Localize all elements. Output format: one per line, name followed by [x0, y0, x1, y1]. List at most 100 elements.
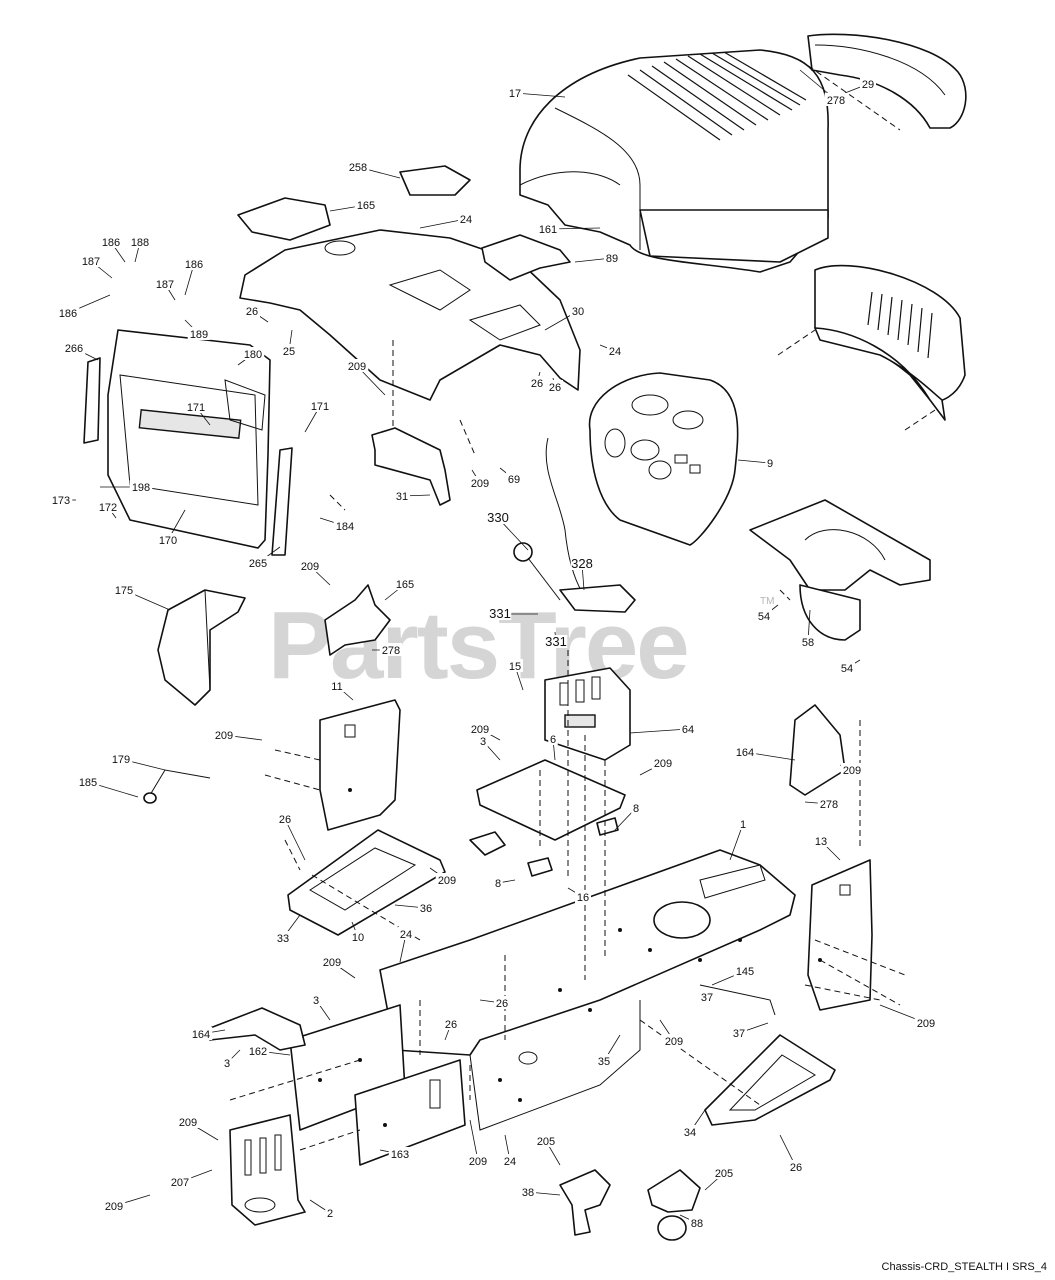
part-callout-170[interactable]: 170: [159, 535, 177, 547]
part-callout-26[interactable]: 26: [445, 1019, 457, 1031]
part-callout-207[interactable]: 207: [171, 1177, 189, 1189]
part-callout-179[interactable]: 179: [112, 754, 130, 766]
part-callout-209[interactable]: 209: [105, 1201, 123, 1213]
part-callout-54[interactable]: 54: [758, 611, 770, 623]
part-callout-209[interactable]: 209: [917, 1018, 935, 1030]
part-callout-165[interactable]: 165: [396, 579, 414, 591]
part-callout-278[interactable]: 278: [382, 645, 400, 657]
part-callout-6[interactable]: 6: [550, 734, 556, 746]
part-callout-330[interactable]: 330: [487, 510, 509, 525]
part-callout-9[interactable]: 9: [767, 458, 773, 470]
part-callout-278[interactable]: 278: [820, 799, 838, 811]
part-callout-209[interactable]: 209: [665, 1036, 683, 1048]
part-callout-209[interactable]: 209: [301, 561, 319, 573]
part-callout-258[interactable]: 258: [349, 162, 367, 174]
part-callout-186[interactable]: 186: [185, 259, 203, 271]
part-callout-25[interactable]: 25: [283, 346, 295, 358]
part-callout-278[interactable]: 278: [827, 95, 845, 107]
part-callout-209[interactable]: 209: [471, 478, 489, 490]
part-callout-185[interactable]: 185: [79, 777, 97, 789]
part-callout-24[interactable]: 24: [609, 346, 621, 358]
part-callout-265[interactable]: 265: [249, 558, 267, 570]
part-callout-331[interactable]: 331: [489, 606, 511, 621]
part-callout-31[interactable]: 31: [396, 491, 408, 503]
part-callout-88[interactable]: 88: [691, 1218, 703, 1230]
part-callout-26[interactable]: 26: [790, 1162, 802, 1174]
part-callout-205[interactable]: 205: [537, 1136, 555, 1148]
part-callout-2[interactable]: 2: [327, 1208, 333, 1220]
part-callout-36[interactable]: 36: [420, 903, 432, 915]
part-callout-162[interactable]: 162: [249, 1046, 267, 1058]
part-callout-184[interactable]: 184: [336, 521, 354, 533]
part-callout-209[interactable]: 209: [471, 724, 489, 736]
part-callout-163[interactable]: 163: [391, 1149, 409, 1161]
part-callout-33[interactable]: 33: [277, 933, 289, 945]
part-callout-189[interactable]: 189: [190, 329, 208, 341]
part-callout-34[interactable]: 34: [684, 1127, 696, 1139]
part-callout-11[interactable]: 11: [331, 681, 342, 693]
part-callout-38[interactable]: 38: [522, 1187, 534, 1199]
part-callout-171[interactable]: 171: [311, 401, 329, 413]
part-callout-58[interactable]: 58: [802, 637, 814, 649]
part-callout-331[interactable]: 331: [545, 634, 567, 649]
part-callout-26[interactable]: 26: [549, 382, 561, 394]
part-callout-24[interactable]: 24: [504, 1156, 516, 1168]
part-callout-328[interactable]: 328: [571, 556, 593, 571]
part-callout-172[interactable]: 172: [99, 502, 117, 514]
part-callout-26[interactable]: 26: [496, 998, 508, 1010]
part-callout-209[interactable]: 209: [438, 875, 456, 887]
part-callout-180[interactable]: 180: [244, 349, 262, 361]
part-callout-161[interactable]: 161: [539, 224, 557, 236]
part-callout-13[interactable]: 13: [815, 836, 827, 848]
part-callout-209[interactable]: 209: [348, 361, 366, 373]
part-callout-209[interactable]: 209: [654, 758, 672, 770]
part-callout-175[interactable]: 175: [115, 585, 133, 597]
part-callout-29[interactable]: 29: [862, 79, 874, 91]
part-callout-186[interactable]: 186: [59, 308, 77, 320]
part-callout-173[interactable]: 173: [52, 495, 70, 507]
part-callout-26[interactable]: 26: [246, 306, 258, 318]
part-callout-54[interactable]: 54: [841, 663, 853, 675]
part-callout-26[interactable]: 26: [531, 378, 543, 390]
part-callout-15[interactable]: 15: [509, 661, 521, 673]
part-callout-16[interactable]: 16: [577, 892, 589, 904]
part-callout-188[interactable]: 188: [131, 237, 149, 249]
part-callout-37[interactable]: 37: [701, 992, 713, 1004]
part-callout-205[interactable]: 205: [715, 1168, 733, 1180]
part-callout-8[interactable]: 8: [495, 878, 501, 890]
part-callout-10[interactable]: 10: [352, 932, 364, 944]
part-callout-145[interactable]: 145: [736, 966, 754, 978]
part-callout-209[interactable]: 209: [179, 1117, 197, 1129]
part-callout-24[interactable]: 24: [400, 929, 412, 941]
part-callout-198[interactable]: 198: [132, 482, 150, 494]
part-callout-266[interactable]: 266: [65, 343, 83, 355]
part-callout-24[interactable]: 24: [460, 214, 472, 226]
part-callout-1[interactable]: 1: [740, 819, 746, 831]
callout-background: [311, 993, 321, 1006]
part-callout-164[interactable]: 164: [736, 747, 754, 759]
part-callout-30[interactable]: 30: [572, 306, 584, 318]
part-callout-186[interactable]: 186: [102, 237, 120, 249]
part-callout-89[interactable]: 89: [606, 253, 618, 265]
part-callout-164[interactable]: 164: [192, 1029, 210, 1041]
callout-background: [129, 480, 153, 493]
part-callout-209[interactable]: 209: [469, 1156, 487, 1168]
part-callout-8[interactable]: 8: [633, 803, 639, 815]
part-callout-69[interactable]: 69: [508, 474, 520, 486]
part-callout-35[interactable]: 35: [598, 1056, 610, 1068]
part-callout-209[interactable]: 209: [215, 730, 233, 742]
part-callout-64[interactable]: 64: [682, 724, 694, 736]
part-callout-3[interactable]: 3: [480, 736, 486, 748]
part-callout-17[interactable]: 17: [509, 88, 521, 100]
part-callout-3[interactable]: 3: [224, 1058, 230, 1070]
part-callout-171[interactable]: 171: [187, 402, 205, 414]
part-callout-187[interactable]: 187: [156, 279, 174, 291]
part-callout-26[interactable]: 26: [279, 814, 291, 826]
part-callout-37[interactable]: 37: [733, 1028, 745, 1040]
part-callout-3[interactable]: 3: [313, 995, 319, 1007]
part-callout-209[interactable]: 209: [323, 957, 341, 969]
part-callout-165[interactable]: 165: [357, 200, 375, 212]
part-callout-209[interactable]: 209: [843, 765, 861, 777]
part-callout-187[interactable]: 187: [82, 256, 100, 268]
